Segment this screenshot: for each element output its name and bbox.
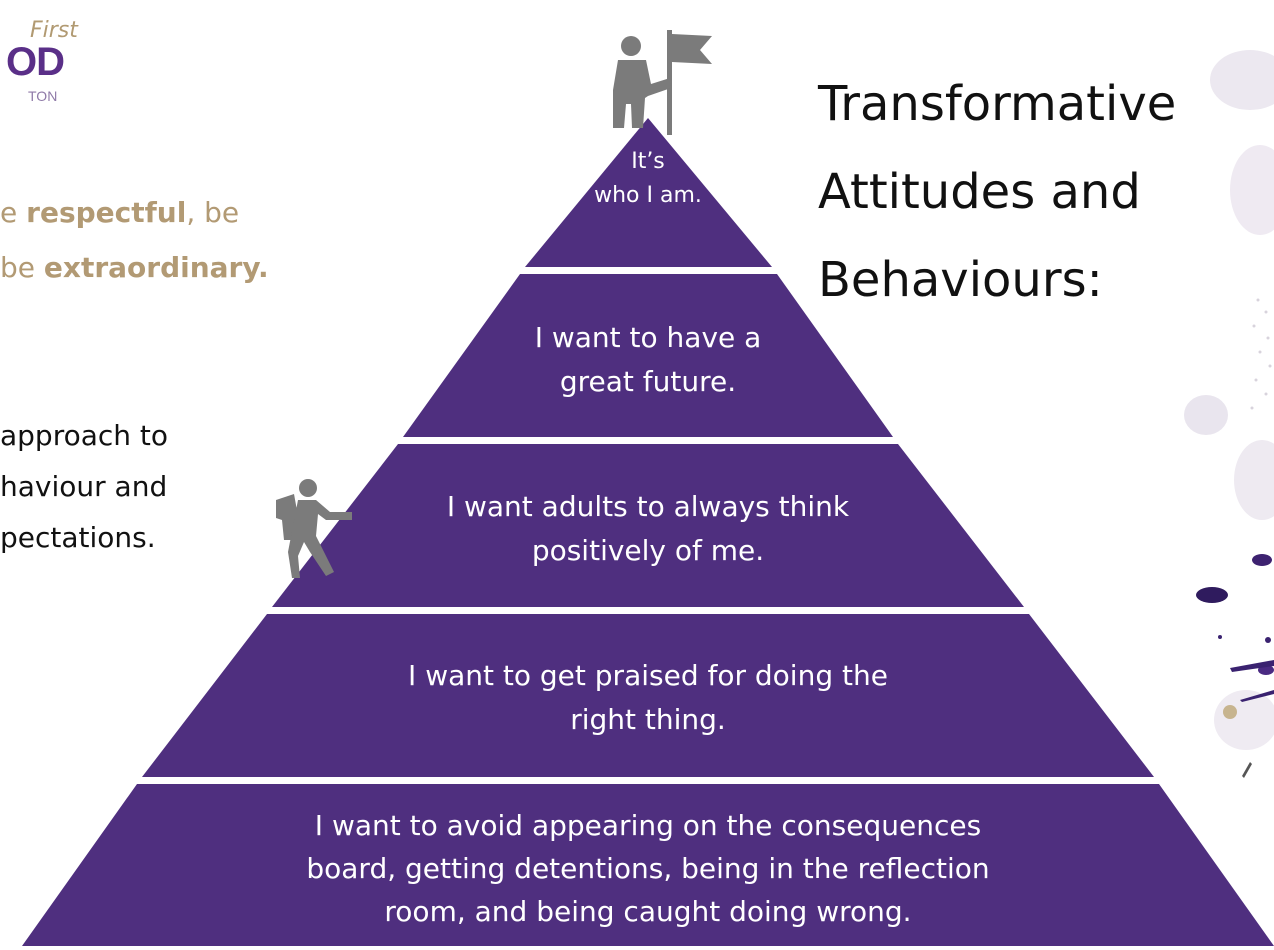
- motto-keyword-respectful: respectful: [26, 196, 187, 229]
- pyramid-tier-2-shape: [403, 274, 893, 437]
- title-line-1: Transformative: [818, 76, 1177, 132]
- approach-line-1: approach to: [0, 419, 169, 452]
- page-title: Transformative Attitudes and Behaviours:: [818, 60, 1176, 324]
- person-with-flag-icon: [613, 30, 712, 135]
- pyramid-tier-3-label: I want adults to always think positively…: [446, 490, 850, 567]
- motto-line-2: be extraordinary.: [0, 251, 269, 284]
- approach-line-2: haviour and: [0, 470, 168, 503]
- pyramid-tier-2-label: I want to have a great future.: [534, 321, 762, 398]
- pyramid-tier-4-label: I want to get praised for doing the righ…: [408, 659, 888, 736]
- pyramid-tier-1-label: It’s who I am.: [594, 149, 702, 208]
- title-line-3: Behaviours:: [818, 252, 1103, 308]
- school-logo: First OD TON: [0, 18, 90, 128]
- title-line-2: Attitudes and: [818, 164, 1141, 220]
- decorative-paint-splash: [1184, 50, 1274, 778]
- pyramid-tier-5-label: I want to avoid appearing on the consequ…: [306, 809, 990, 928]
- climbing-person-icon: [276, 479, 352, 578]
- motto-line-1: e respectful, be: [0, 196, 240, 229]
- school-motto: e respectful, be be extraordinary.: [0, 185, 269, 295]
- pyramid-tier-3-shape: [272, 444, 1024, 607]
- pyramid-tier-1-shape: [525, 118, 772, 267]
- pyramid-tier-4-shape: [142, 614, 1154, 777]
- logo-text-main: OD: [6, 40, 65, 84]
- approach-line-3: pectations.: [0, 521, 156, 554]
- pyramid-tier-5-shape: [22, 784, 1274, 946]
- logo-text-first: First: [30, 18, 78, 43]
- logo-text-sub: TON: [28, 88, 58, 104]
- motto-keyword-extraordinary: extraordinary.: [43, 251, 269, 284]
- approach-text: approach to haviour and pectations.: [0, 410, 168, 563]
